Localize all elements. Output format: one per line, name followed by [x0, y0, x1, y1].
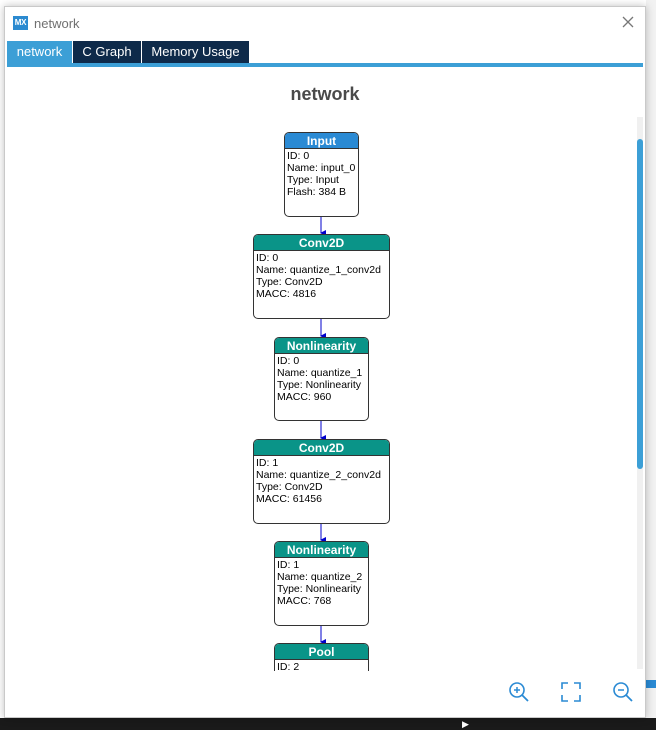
- node-header: Nonlinearity: [275, 338, 368, 354]
- zoom-in-button[interactable]: [507, 680, 531, 704]
- graph-node-nonlinearity-0[interactable]: Nonlinearity ID: 0 Name: quantize_1 Type…: [274, 337, 369, 421]
- node-header: Input: [285, 133, 358, 149]
- node-header: Conv2D: [254, 235, 389, 251]
- node-line: ID: 0: [277, 355, 300, 367]
- tab-bar: network C Graph Memory Usage: [5, 41, 645, 63]
- fit-screen-icon: [561, 682, 581, 702]
- vertical-scrollbar[interactable]: [637, 117, 643, 669]
- node-line: MACC: 768: [277, 595, 332, 607]
- node-line: ID: 0: [287, 150, 310, 162]
- graph-node-nonlinearity-1[interactable]: Nonlinearity ID: 1 Name: quantize_2 Type…: [274, 541, 369, 626]
- scrollbar-thumb[interactable]: [637, 139, 643, 469]
- window-title: network: [34, 16, 80, 31]
- graph-node-conv2d-1[interactable]: Conv2D ID: 1 Name: quantize_2_conv2d Typ…: [253, 439, 390, 524]
- background-right-panel: [646, 0, 656, 730]
- close-button[interactable]: [619, 13, 637, 31]
- node-line: ID: 0: [256, 252, 279, 264]
- node-line: Type: Nonlinearity: [277, 583, 362, 595]
- node-line: Name: quantize_2: [277, 571, 363, 583]
- tab-c-graph[interactable]: C Graph: [73, 41, 142, 63]
- zoom-out-button[interactable]: [611, 680, 635, 704]
- graph-node-pool[interactable]: Pool ID: 2: [274, 643, 369, 671]
- app-logo-icon: MX: [13, 16, 28, 30]
- node-line: Type: Conv2D: [256, 276, 323, 288]
- node-line: Type: Input: [287, 174, 339, 186]
- node-line: ID: 1: [256, 457, 279, 469]
- zoom-in-icon: [509, 682, 529, 702]
- graph-node-input[interactable]: Input ID: 0 Name: input_0 Type: Input Fl…: [284, 132, 359, 217]
- node-line: ID: 2: [277, 661, 300, 671]
- graph-node-conv2d-0[interactable]: Conv2D ID: 0 Name: quantize_1_conv2d Typ…: [253, 234, 390, 319]
- node-header: Conv2D: [254, 440, 389, 456]
- title-bar: MX network: [5, 7, 645, 39]
- node-line: Name: input_0: [287, 162, 356, 174]
- node-header: Pool: [275, 644, 368, 660]
- network-dialog: MX network network C Graph Memory Usage …: [4, 6, 646, 718]
- tab-memory-usage[interactable]: Memory Usage: [142, 41, 250, 63]
- node-line: Flash: 384 B: [287, 186, 346, 198]
- fit-screen-button[interactable]: [559, 680, 583, 704]
- node-line: MACC: 4816: [256, 288, 317, 300]
- node-line: Type: Conv2D: [256, 481, 323, 493]
- node-line: MACC: 960: [277, 391, 332, 403]
- play-icon: ▶: [462, 719, 469, 729]
- node-line: Name: quantize_2_conv2d: [256, 469, 381, 481]
- node-line: MACC: 61456: [256, 493, 322, 505]
- graph-title: network: [290, 84, 360, 104]
- graph-canvas[interactable]: network Input ID: 0 Name: input_0 Type: …: [7, 67, 643, 671]
- node-header: Nonlinearity: [275, 542, 368, 558]
- close-icon: [622, 16, 634, 28]
- node-line: Type: Nonlinearity: [277, 379, 362, 391]
- background-status-bar: ▶: [0, 718, 656, 730]
- graph-edges: [320, 217, 326, 645]
- zoom-out-icon: [613, 682, 633, 702]
- node-line: ID: 1: [277, 559, 300, 571]
- node-line: Name: quantize_1_conv2d: [256, 264, 381, 276]
- node-line: Name: quantize_1: [277, 367, 363, 379]
- tab-network[interactable]: network: [7, 41, 73, 63]
- tab-underline: [7, 63, 643, 67]
